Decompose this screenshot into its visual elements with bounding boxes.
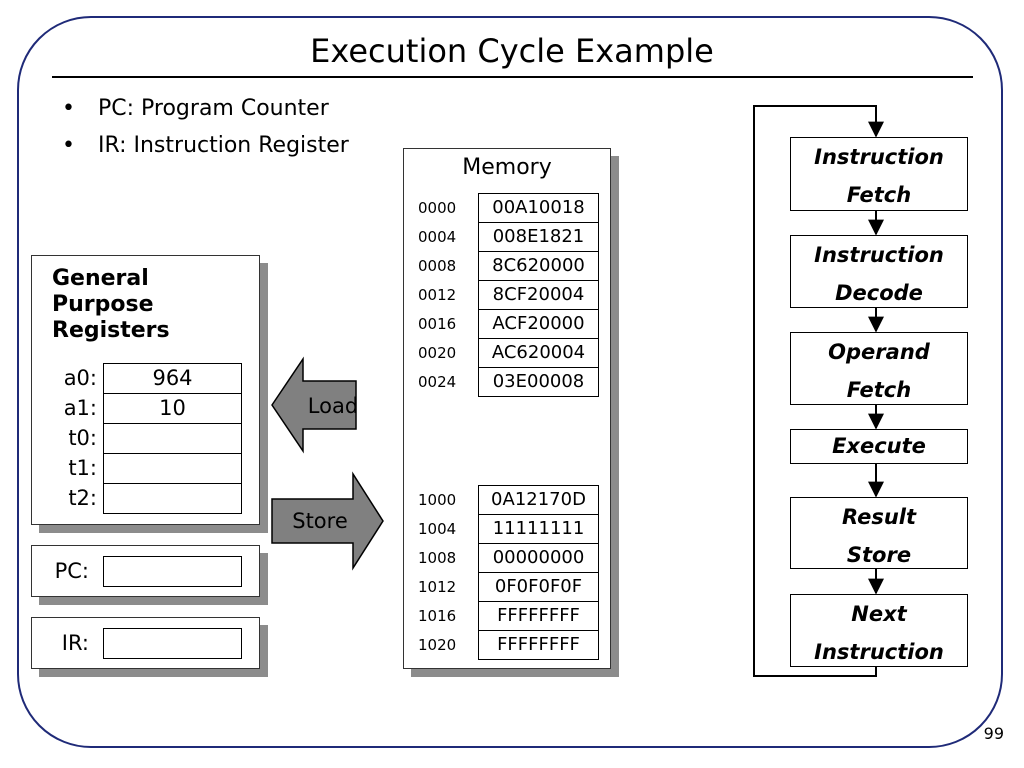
store-arrow-shape: [271, 471, 384, 571]
mem-addr: 1016: [418, 607, 457, 625]
stage-execute: Execute: [790, 429, 968, 464]
loop-back-connector: [753, 105, 884, 677]
title-divider: [52, 76, 973, 78]
stage-result-store: Result Store: [790, 497, 968, 569]
gpr-panel: General Purpose Registers a0: 964 a1: 10…: [31, 255, 260, 525]
memory-panel: Memory 0000 00A10018 0004 008E1821 0008 …: [403, 148, 611, 669]
mem-addr: 1012: [418, 578, 457, 596]
mem-cell: 008E1821: [478, 222, 599, 252]
stage-next-instruction: Next Instruction: [790, 594, 968, 667]
reg-value-a0: 964: [103, 363, 242, 394]
bullet-ir: IR: Instruction Register: [62, 127, 349, 164]
memory-title: Memory: [462, 155, 552, 180]
ir-value: [103, 628, 242, 659]
gpr-title: General Purpose Registers: [52, 266, 170, 343]
mem-addr: 0000: [418, 199, 457, 217]
mem-cell: FFFFFFFF: [478, 601, 599, 631]
mem-addr: 1008: [418, 549, 457, 567]
reg-label-t1: t1:: [68, 456, 97, 480]
reg-label-t0: t0:: [68, 426, 97, 450]
mem-addr: 0020: [418, 344, 457, 362]
mem-cell: 8C620000: [478, 251, 599, 281]
mem-cell: 0A12170D: [478, 485, 599, 515]
mem-cell: 11111111: [478, 514, 599, 544]
mem-addr: 0024: [418, 373, 457, 391]
reg-label-t2: t2:: [68, 486, 97, 510]
stage-instruction-fetch: Instruction Fetch: [790, 137, 968, 211]
stage-instruction-decode: Instruction Decode: [790, 235, 968, 308]
pc-label: PC:: [54, 559, 89, 583]
mem-addr: 1020: [418, 636, 457, 654]
slide-frame: [17, 16, 1003, 748]
reg-label-a0: a0:: [63, 366, 97, 390]
ir-panel: IR:: [31, 617, 260, 669]
pc-value: [103, 556, 242, 587]
load-arrow-shape: [271, 356, 357, 454]
load-arrow-label: Load: [307, 394, 359, 418]
bullet-list: PC: Program Counter IR: Instruction Regi…: [62, 90, 349, 164]
slide-title: Execution Cycle Example: [310, 32, 714, 70]
mem-cell: AC620004: [478, 338, 599, 368]
mem-addr: 0012: [418, 286, 457, 304]
stage-operand-fetch: Operand Fetch: [790, 332, 968, 405]
reg-value-t1: [103, 453, 242, 484]
mem-cell: 8CF20004: [478, 280, 599, 310]
mem-addr: 0008: [418, 257, 457, 275]
reg-label-a1: a1:: [63, 396, 97, 420]
bullet-pc: PC: Program Counter: [62, 90, 349, 127]
mem-cell: 00000000: [478, 543, 599, 573]
mem-cell: 03E00008: [478, 367, 599, 397]
mem-addr: 0016: [418, 315, 457, 333]
mem-cell: ACF20000: [478, 309, 599, 339]
mem-cell: FFFFFFFF: [478, 630, 599, 660]
reg-value-t0: [103, 423, 242, 454]
store-arrow-label: Store: [292, 509, 348, 533]
reg-value-t2: [103, 483, 242, 514]
mem-addr: 1004: [418, 520, 457, 538]
ir-label: IR:: [61, 631, 89, 655]
mem-addr: 0004: [418, 228, 457, 246]
mem-addr: 1000: [418, 491, 457, 509]
slide-number: 99: [983, 724, 1004, 743]
pc-panel: PC:: [31, 545, 260, 597]
